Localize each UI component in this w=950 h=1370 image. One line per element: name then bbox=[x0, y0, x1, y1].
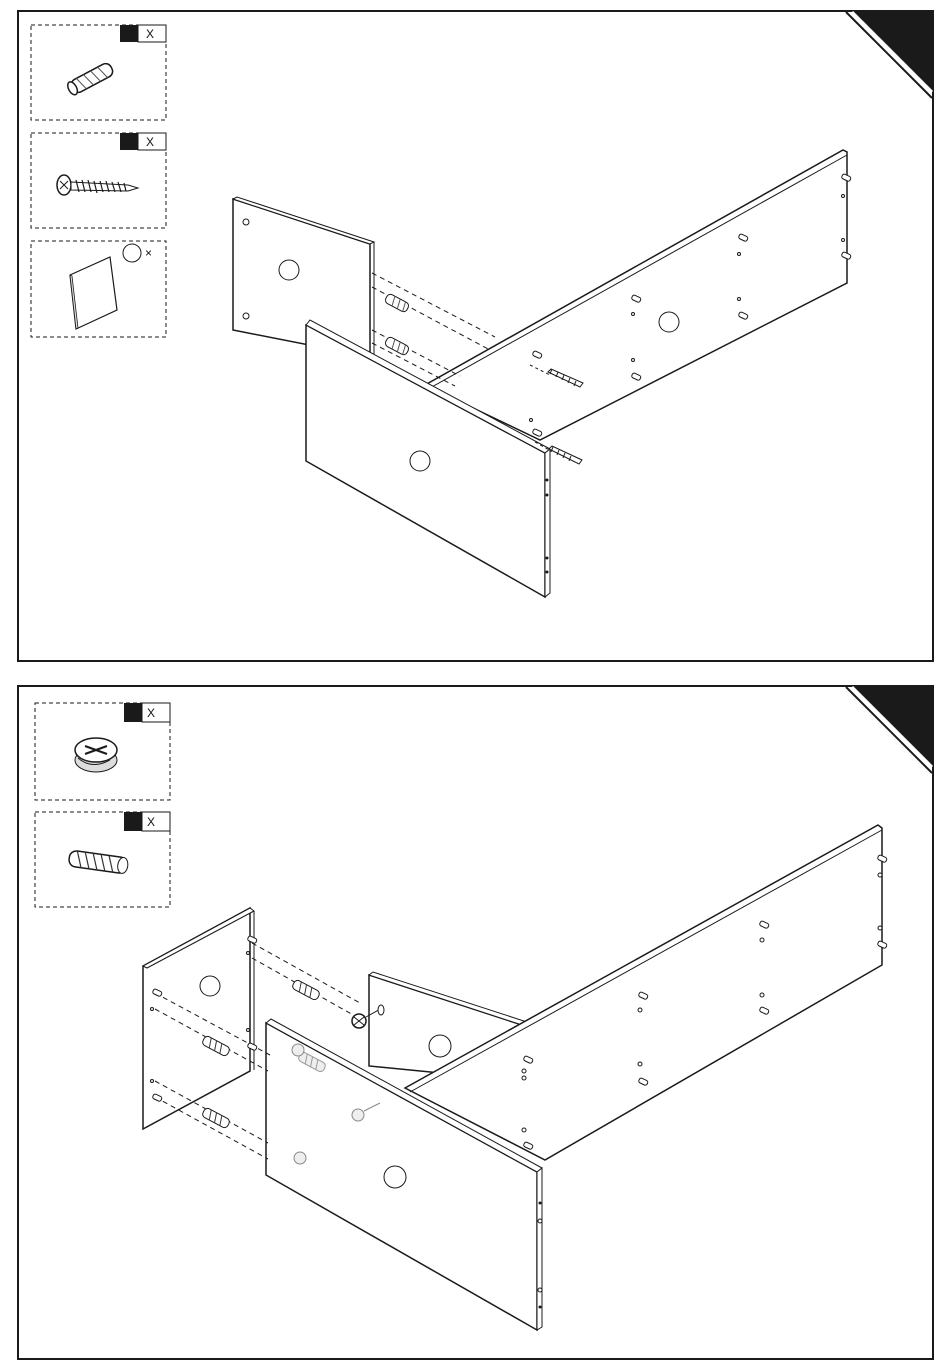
dowel-icon bbox=[384, 293, 410, 313]
long-board bbox=[425, 150, 847, 440]
part-box-dowel: X bbox=[31, 25, 166, 120]
qty-label: X bbox=[147, 706, 155, 720]
dowel-icon bbox=[384, 336, 410, 356]
step-1-corner-marker bbox=[846, 12, 932, 98]
part-box-dowel-2: X bbox=[35, 812, 170, 907]
qty-label: X bbox=[146, 135, 154, 149]
cam-lock-icon bbox=[75, 738, 117, 772]
dowel-icon bbox=[66, 61, 115, 96]
part-box-screw: X bbox=[31, 133, 166, 228]
qty-box-filled bbox=[120, 25, 138, 42]
dowel-icon bbox=[201, 1107, 230, 1129]
back-side-panel bbox=[233, 197, 374, 357]
step-2-corner-marker bbox=[846, 687, 932, 773]
part-box-panel: × bbox=[31, 241, 166, 337]
qty-label: X bbox=[146, 27, 154, 41]
dowel-icon bbox=[68, 850, 129, 874]
part-box-cam-lock: X bbox=[35, 703, 170, 800]
dowel-icon bbox=[291, 979, 320, 1001]
screw-icon bbox=[57, 175, 138, 195]
qty-label: X bbox=[147, 815, 155, 829]
panel-icon bbox=[70, 257, 117, 329]
qty-label: × bbox=[145, 246, 152, 260]
